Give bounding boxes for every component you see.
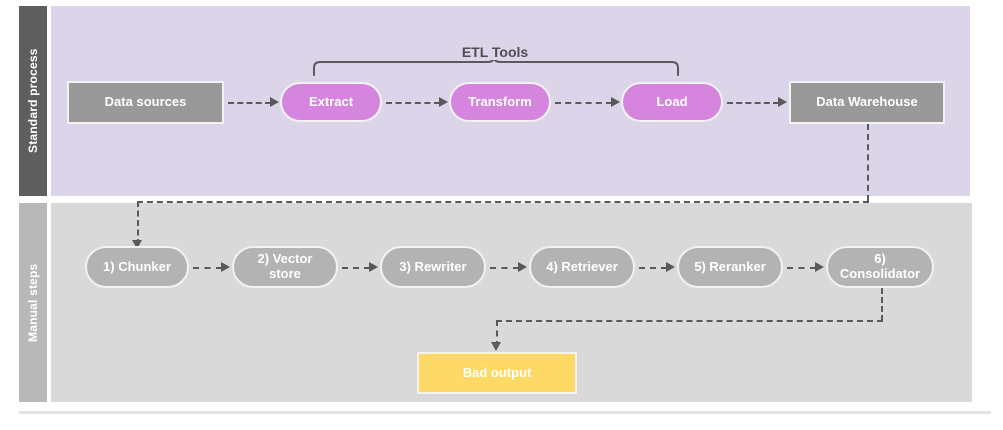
node-reranker-label: 5) Reranker (694, 258, 766, 274)
connector-reranker-to-consolidator (787, 267, 816, 269)
connector-transform-to-load (555, 102, 612, 104)
arrowhead-consolidator (815, 262, 824, 272)
arrowhead-load (611, 97, 620, 107)
connector-data-sources-to-extract (228, 102, 271, 104)
bottom-divider (19, 411, 991, 414)
arrowhead-vector-store (221, 262, 230, 272)
connector-warehouse-to-chunker-run (137, 201, 869, 203)
lane-label-manual-steps: Manual steps (19, 203, 47, 402)
node-consolidator[interactable]: 6) Consolidator (826, 246, 934, 288)
connector-warehouse-to-chunker-drop (137, 201, 139, 245)
etl-tools-bracket-icon (313, 60, 679, 76)
connector-chunker-to-vector-store (193, 267, 222, 269)
node-load[interactable]: Load (621, 82, 723, 122)
node-bad-output[interactable]: Bad output (417, 352, 577, 394)
node-reranker[interactable]: 5) Reranker (677, 246, 783, 288)
lane-label-standard-process-text: Standard process (26, 48, 40, 154)
node-vector-store-label: 2) Vector store (257, 251, 313, 281)
connector-warehouse-drop (867, 124, 869, 201)
node-rewriter[interactable]: 3) Rewriter (380, 246, 486, 288)
node-retriever[interactable]: 4) Retriever (529, 246, 635, 288)
connector-load-to-warehouse (727, 102, 779, 104)
node-vector-store[interactable]: 2) Vector store (232, 246, 338, 288)
arrowhead-reranker (666, 262, 675, 272)
arrowhead-extract (270, 97, 279, 107)
node-load-label: Load (656, 93, 688, 109)
arrowhead-transform (439, 97, 448, 107)
node-transform-label: Transform (468, 93, 532, 109)
node-chunker-label: 1) Chunker (103, 258, 171, 274)
connector-rewriter-to-retriever (490, 267, 519, 269)
lane-label-manual-steps-text: Manual steps (26, 263, 40, 342)
connector-bad-output-drop (496, 320, 498, 347)
node-chunker[interactable]: 1) Chunker (85, 246, 189, 288)
arrowhead-rewriter (369, 262, 378, 272)
node-rewriter-label: 3) Rewriter (399, 258, 467, 274)
etl-tools-bracket-label: ETL Tools (461, 44, 529, 60)
connector-retriever-to-reranker (639, 267, 667, 269)
node-bad-output-label: Bad output (462, 364, 532, 380)
arrowhead-chunker (132, 240, 142, 249)
node-data-warehouse-label: Data Warehouse (816, 94, 918, 110)
connector-consolidator-drop (881, 288, 883, 321)
connector-extract-to-transform (386, 102, 440, 104)
node-data-sources-label: Data sources (104, 94, 187, 110)
node-extract-label: Extract (308, 93, 354, 109)
arrowhead-retriever (518, 262, 527, 272)
connector-vector-store-to-rewriter (342, 267, 370, 269)
node-retriever-label: 4) Retriever (546, 258, 618, 274)
node-transform[interactable]: Transform (449, 82, 551, 122)
node-data-sources[interactable]: Data sources (67, 81, 224, 124)
arrowhead-bad-output (491, 342, 501, 351)
lane-label-standard-process: Standard process (19, 6, 47, 196)
arrowhead-data-warehouse (778, 97, 787, 107)
node-data-warehouse[interactable]: Data Warehouse (789, 81, 945, 124)
node-consolidator-label: 6) Consolidator (839, 251, 921, 281)
node-extract[interactable]: Extract (280, 82, 382, 122)
connector-consolidator-to-bad-output-run (496, 320, 883, 322)
